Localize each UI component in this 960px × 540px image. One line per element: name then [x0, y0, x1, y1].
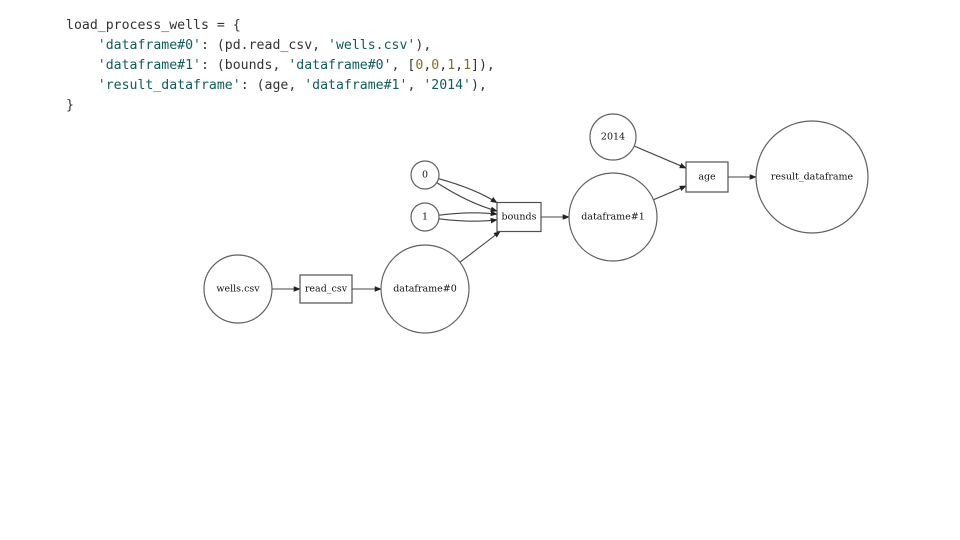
code-token-plain: : (bounds,: [200, 58, 289, 73]
edge-y2014-to-age: [633, 145, 687, 169]
edge-zero-to-bounds: [438, 178, 498, 204]
code-token-str: 'dataframe#0': [288, 58, 392, 73]
edges-layer: [272, 145, 757, 292]
code-token-plain: ]),: [471, 58, 495, 73]
node-label: 0: [422, 170, 428, 181]
node-read_csv: read_csv: [299, 274, 353, 304]
node-circle: [380, 244, 470, 334]
node-bounds: bounds: [496, 201, 542, 233]
code-token-plain: : (pd.read_csv,: [200, 38, 329, 53]
code-token-plain: ,: [407, 78, 424, 93]
code-token-plain: ),: [415, 38, 432, 53]
code-token-num: 1: [463, 58, 472, 73]
code-token-str: 'dataframe#0': [97, 38, 201, 53]
node-result_dataframe: result_dataframe: [755, 120, 869, 234]
code-snippet: load_process_wells = { 'dataframe#0': (p…: [66, 16, 495, 116]
node-wells_csv: wells.csv: [203, 254, 273, 324]
node-circle: [203, 254, 273, 324]
node-label: wells.csv: [216, 284, 260, 295]
node-circle: [589, 113, 637, 161]
node-circle: [410, 202, 440, 232]
code-token-plain: ,: [455, 58, 464, 73]
edge-one-to-bounds: [438, 210, 498, 217]
edge-dataframe0-to-bounds: [459, 231, 501, 263]
code-token-plain: : (age,: [240, 78, 305, 93]
code-token-str: 'result_dataframe': [97, 78, 241, 93]
nodes-layer: wells.csv read_csv dataframe#0 0 1 bounds data…: [203, 113, 869, 334]
node-label: 2014: [601, 132, 625, 143]
node-label: read_csv: [305, 284, 348, 295]
node-dataframe1: dataframe#1: [568, 172, 658, 262]
node-circle: [755, 120, 869, 234]
code-token-plain: load_process_wells = {: [66, 18, 241, 33]
node-age: age: [685, 161, 729, 193]
node-label: 1: [422, 212, 428, 223]
edge-dataframe1-to-age: [653, 185, 687, 201]
node-label: dataframe#1: [581, 212, 645, 223]
code-token-plain: }: [66, 98, 74, 113]
node-circle: [410, 160, 440, 190]
code-token-plain: ,: [439, 58, 448, 73]
code-line: 'result_dataframe': (age, 'dataframe#1',…: [66, 78, 487, 93]
node-zero: 0: [410, 160, 440, 190]
node-circle: [568, 172, 658, 262]
code-token-num: 1: [447, 58, 456, 73]
code-line: load_process_wells = {: [66, 18, 241, 33]
code-line: }: [66, 98, 74, 113]
node-label: age: [698, 172, 716, 183]
code-line: 'dataframe#0': (pd.read_csv, 'wells.csv'…: [66, 38, 432, 53]
node-label: dataframe#0: [393, 284, 457, 295]
code-token-str: 'dataframe#1': [304, 78, 408, 93]
code-token-str: '2014': [423, 78, 471, 93]
node-one: 1: [410, 202, 440, 232]
code-line: 'dataframe#1': (bounds, 'dataframe#0', […: [66, 58, 495, 73]
node-dataframe0: dataframe#0: [380, 244, 470, 334]
node-label: bounds: [502, 212, 537, 223]
code-token-plain: ),: [470, 78, 487, 93]
code-token-num: 0: [415, 58, 424, 73]
edge-zero-to-bounds: [436, 182, 498, 213]
code-token-str: 'dataframe#1': [97, 58, 201, 73]
code-token-plain: ,: [423, 58, 432, 73]
node-y2014: 2014: [589, 113, 637, 161]
node-label: result_dataframe: [771, 172, 854, 183]
code-token-str: 'wells.csv': [328, 38, 416, 53]
code-token-num: 0: [431, 58, 440, 73]
node-box: [685, 161, 729, 193]
node-box: [496, 201, 542, 233]
node-box: [299, 274, 353, 304]
edge-one-to-bounds: [438, 217, 498, 224]
code-token-plain: , [: [391, 58, 416, 73]
